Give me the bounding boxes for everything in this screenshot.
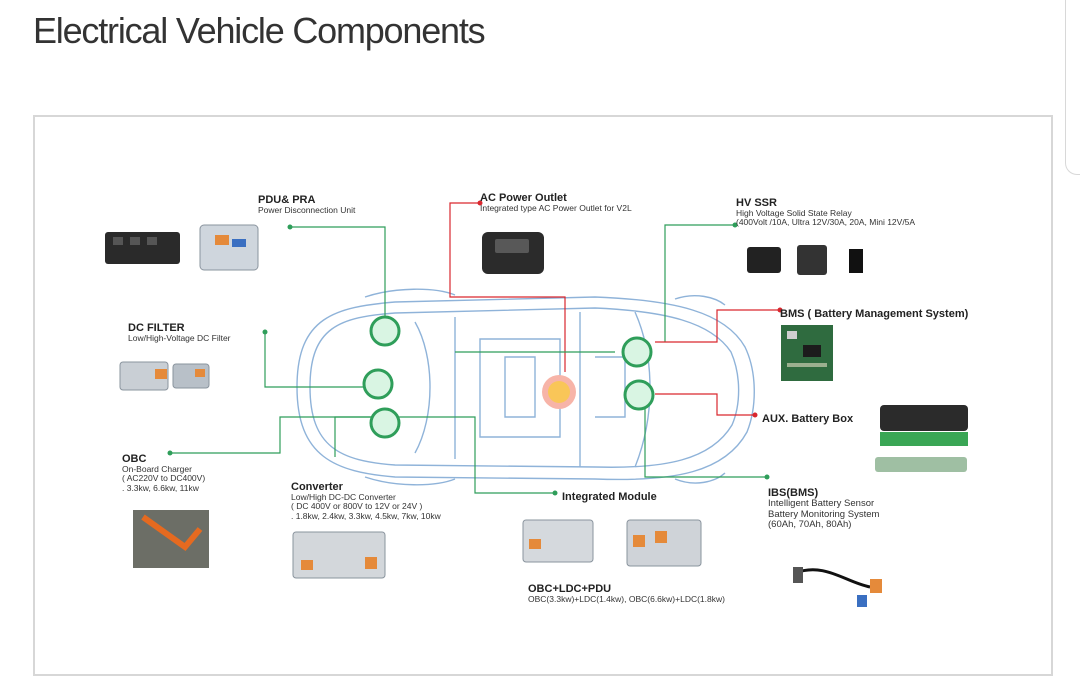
converter-line (334, 416, 380, 457)
ac-outlet-line (449, 202, 566, 372)
dc-filter-title: DC FILTER (128, 322, 185, 334)
ac-outlet-title: AC Power Outlet (480, 192, 567, 204)
pdu-subtitle: Power Disconnection Unit (258, 205, 356, 216)
bms-line (655, 309, 780, 343)
converter-line2: ( DC 400V or 800V to 12V or 24V ) (291, 501, 423, 512)
dc-filter-line (264, 332, 365, 388)
hv-ssr-line1: High Voltage Solid State Relay (736, 208, 852, 219)
ibs-line (644, 397, 767, 478)
ibs-title: IBS(BMS) (768, 487, 819, 499)
aux-line (655, 393, 755, 416)
integrated-product-image (522, 519, 702, 567)
converter-label: Converter Low/High DC-DC Converter ( DC … (291, 481, 441, 521)
obc-label: OBC On-Board Charger ( AC220V to DC400V)… (122, 453, 205, 493)
converter-title: Converter (291, 481, 343, 493)
obc-ldc-title: OBC+LDC+PDU (528, 583, 612, 595)
pdu-line (290, 226, 386, 317)
aux-title: AUX. Battery Box (762, 413, 854, 425)
bms-product-image (781, 325, 833, 381)
ibs-line3: (60Ah, 70Ah, 80Ah) (768, 518, 852, 530)
ibs-line1: Intelligent Battery Sensor (768, 498, 875, 510)
integrated-label: Integrated Module (562, 487, 657, 505)
endpoint-dots (167, 200, 783, 496)
hv-ssr-title: HV SSR (736, 197, 777, 209)
obc-title: OBC (122, 453, 147, 465)
aux-battery-product-image (875, 405, 968, 472)
obc-ldc-label: OBC+LDC+PDU OBC(3.3kw)+LDC(1.4kw), OBC(6… (528, 583, 725, 604)
pdu-title: PDU& PRA (258, 194, 316, 206)
obc-product-image (133, 510, 209, 568)
hv-ssr-line (664, 224, 735, 342)
figure-frame: PDU& PRA Power Disconnection Unit AC Pow… (33, 115, 1053, 676)
bms-title: BMS ( Battery Management System) (780, 308, 969, 320)
obc-line3: . 3.3kw, 6.6kw, 11kw (122, 482, 199, 493)
marker-ac-outlet (542, 375, 576, 409)
ac-outlet-subtitle: Integrated type AC Power Outlet for V2L (480, 203, 632, 214)
aux-label: AUX. Battery Box (762, 409, 853, 427)
integrated-line (390, 416, 555, 494)
scrollbar[interactable] (1065, 0, 1080, 175)
converter-line3: . 1.8kw, 2.4kw, 3.3kw, 4.5kw, 7kw, 10kw (291, 510, 441, 521)
marker-converter (369, 407, 401, 439)
dc-filter-label: DC FILTER Low/High-Voltage DC Filter (128, 322, 231, 343)
obc-ldc-subtitle: OBC(3.3kw)+LDC(1.4kw), OBC(6.6kw)+LDC(1.… (528, 594, 725, 605)
marker-aux (623, 379, 655, 411)
dc-filter-product-image (119, 361, 210, 391)
converter-product-image (292, 531, 386, 579)
bms-label: BMS ( Battery Management System) (780, 304, 968, 322)
ibs-line2: Battery Monitoring System (768, 508, 880, 520)
page-title: Electrical Vehicle Components (33, 10, 486, 51)
ac-outlet-label: AC Power Outlet Integrated type AC Power… (480, 192, 632, 213)
obc-line2: ( AC220V to DC400V) (122, 473, 206, 484)
obc-line (170, 416, 380, 454)
ibs-product-image (793, 567, 882, 607)
hv-ssr-product-image (747, 245, 863, 275)
marker-bms (621, 336, 653, 368)
integrated-title: Integrated Module (562, 491, 657, 503)
obc-line1: On-Board Charger (122, 464, 192, 475)
marker-dc-filter (362, 368, 394, 400)
dc-filter-subtitle: Low/High-Voltage DC Filter (128, 333, 231, 344)
marker-pdu-top (369, 315, 401, 347)
hv-ssr-line2: (400Volt /10A, Ultra 12V/30A, 20A, Mini … (736, 217, 916, 228)
car-outline (296, 288, 755, 486)
converter-line1: Low/High DC-DC Converter (291, 492, 396, 503)
ac-outlet-product-image (482, 232, 544, 274)
ev-components-diagram (105, 200, 968, 607)
pdu-product-image (105, 224, 259, 271)
hv-ssr-label: HV SSR High Voltage Solid State Relay (4… (736, 197, 915, 228)
ibs-label: IBS(BMS) Intelligent Battery Sensor Batt… (768, 487, 879, 530)
pdu-label: PDU& PRA Power Disconnection Unit (258, 194, 355, 215)
